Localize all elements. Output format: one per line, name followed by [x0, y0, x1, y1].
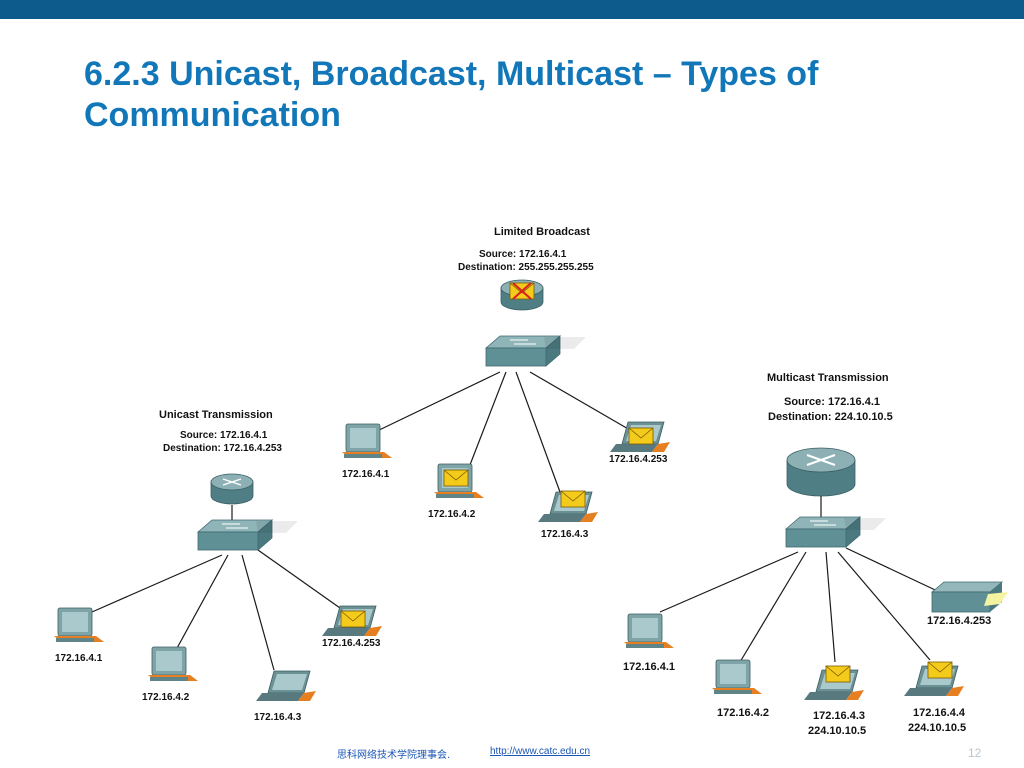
unicast-host3-laptop-icon	[255, 670, 317, 702]
unicast-diagram: Unicast Transmission Source: 172.16.4.1 …	[53, 409, 383, 723]
broadcast-host1-desktop-icon	[341, 423, 393, 459]
unicast-host4-label: 172.16.4.253	[322, 638, 381, 649]
unicast-host1-label: 172.16.4.1	[55, 653, 103, 664]
header-bar	[0, 0, 1024, 19]
broadcast-destination: Destination: 255.255.255.255	[458, 262, 594, 273]
unicast-switch-icon	[197, 519, 299, 551]
slide-title: 6.2.3 Unicast, Broadcast, Multicast – Ty…	[84, 55, 819, 134]
link-multicast-h5	[845, 547, 949, 597]
link-multicast-h4	[837, 551, 931, 661]
multicast-title: Multicast Transmission	[767, 372, 889, 384]
unicast-host1-desktop-icon	[53, 607, 105, 643]
unicast-host3-label: 172.16.4.3	[254, 712, 302, 723]
broadcast-host3-packet-icon	[560, 490, 586, 508]
multicast-printer-icon	[931, 581, 1009, 613]
multicast-switch-icon	[785, 516, 887, 548]
broadcast-host4-label: 172.16.4.253	[609, 454, 668, 465]
broadcast-host3-label: 172.16.4.3	[541, 529, 589, 540]
multicast-destination: Destination: 224.10.10.5	[768, 411, 893, 423]
multicast-host3-packet-icon	[825, 665, 851, 683]
multicast-host5-label: 172.16.4.253	[927, 615, 991, 627]
link-unicast-h2	[175, 554, 229, 651]
broadcast-host2-label: 172.16.4.2	[428, 509, 476, 520]
unicast-host4-packet-icon	[340, 610, 366, 628]
multicast-host1-desktop-icon	[623, 613, 675, 649]
blocked-packet-icon	[509, 282, 535, 300]
link-multicast-h1	[659, 551, 799, 613]
link-broadcast-h4	[529, 371, 631, 431]
link-unicast-h3	[241, 554, 275, 671]
broadcast-host4-packet-icon	[628, 427, 654, 445]
link-broadcast-h1	[374, 371, 501, 433]
multicast-host4-group: 224.10.10.5	[908, 722, 966, 734]
broadcast-host1-label: 172.16.4.1	[342, 469, 390, 480]
multicast-host4-packet-icon	[927, 661, 953, 679]
unicast-destination: Destination: 172.16.4.253	[163, 443, 282, 454]
footer-link[interactable]: http://www.catc.edu.cn	[490, 746, 591, 757]
multicast-diagram: Multicast Transmission Source: 172.16.4.…	[623, 372, 1009, 737]
link-broadcast-h2	[467, 371, 507, 471]
multicast-host3-label: 172.16.4.3	[813, 710, 865, 722]
broadcast-switch-icon	[485, 335, 587, 367]
unicast-source: Source: 172.16.4.1	[180, 430, 268, 441]
page-number: 12	[968, 746, 982, 760]
multicast-host2-desktop-icon	[711, 659, 763, 695]
multicast-host1-label: 172.16.4.1	[623, 661, 675, 673]
footer-organization: 思科网络技术学院理事会.	[337, 750, 451, 761]
multicast-router-icon	[786, 447, 856, 497]
unicast-router-icon	[210, 473, 254, 505]
broadcast-source: Source: 172.16.4.1	[479, 249, 567, 260]
broadcast-host2-packet-icon	[443, 469, 469, 487]
broadcast-title: Limited Broadcast	[494, 226, 590, 238]
link-multicast-h2	[739, 551, 807, 663]
multicast-host4-label: 172.16.4.4	[913, 707, 966, 719]
unicast-host2-desktop-icon	[147, 646, 199, 682]
link-broadcast-h3	[515, 371, 561, 493]
link-unicast-h4	[257, 549, 341, 609]
broadcast-diagram: Limited Broadcast Source: 172.16.4.1 Des…	[341, 226, 671, 540]
multicast-host2-label: 172.16.4.2	[717, 707, 769, 719]
unicast-title: Unicast Transmission	[159, 409, 273, 421]
link-multicast-h3	[825, 551, 836, 663]
link-unicast-h1	[91, 554, 223, 613]
multicast-host3-group: 224.10.10.5	[808, 725, 866, 737]
multicast-source: Source: 172.16.4.1	[784, 396, 880, 408]
unicast-host2-label: 172.16.4.2	[142, 692, 190, 703]
